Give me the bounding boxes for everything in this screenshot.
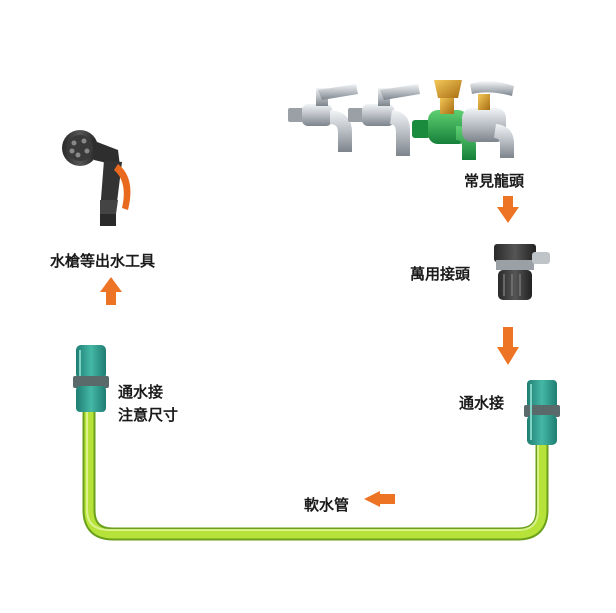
- label-water-connector-left-1: 通水接: [118, 383, 164, 401]
- spray-gun-icon: [62, 130, 131, 226]
- universal-adapter-icon: [494, 244, 550, 300]
- hose-connector-right-icon: [524, 380, 560, 445]
- faucet-silver-2-icon: [348, 84, 420, 156]
- faucet-silver-1-icon: [288, 84, 358, 152]
- arrow-down-2-icon: [497, 327, 519, 365]
- hose: [82, 403, 549, 541]
- arrow-left-icon: [364, 491, 395, 507]
- hose-connector-left-icon: [73, 345, 109, 412]
- label-water-connector-left-2: 注意尺寸: [118, 406, 179, 424]
- faucet-silver-3-icon: [462, 81, 514, 158]
- label-hose: 軟水管: [304, 496, 350, 514]
- label-common-faucet: 常見龍頭: [464, 172, 525, 190]
- label-water-connector-right: 通水接: [459, 394, 505, 412]
- label-spray-tools: 水槍等出水工具: [50, 252, 156, 270]
- faucet-green-icon: [412, 80, 476, 160]
- arrow-up-icon: [100, 277, 122, 305]
- arrow-down-1-icon: [497, 196, 519, 223]
- label-universal-connector: 萬用接頭: [410, 265, 471, 283]
